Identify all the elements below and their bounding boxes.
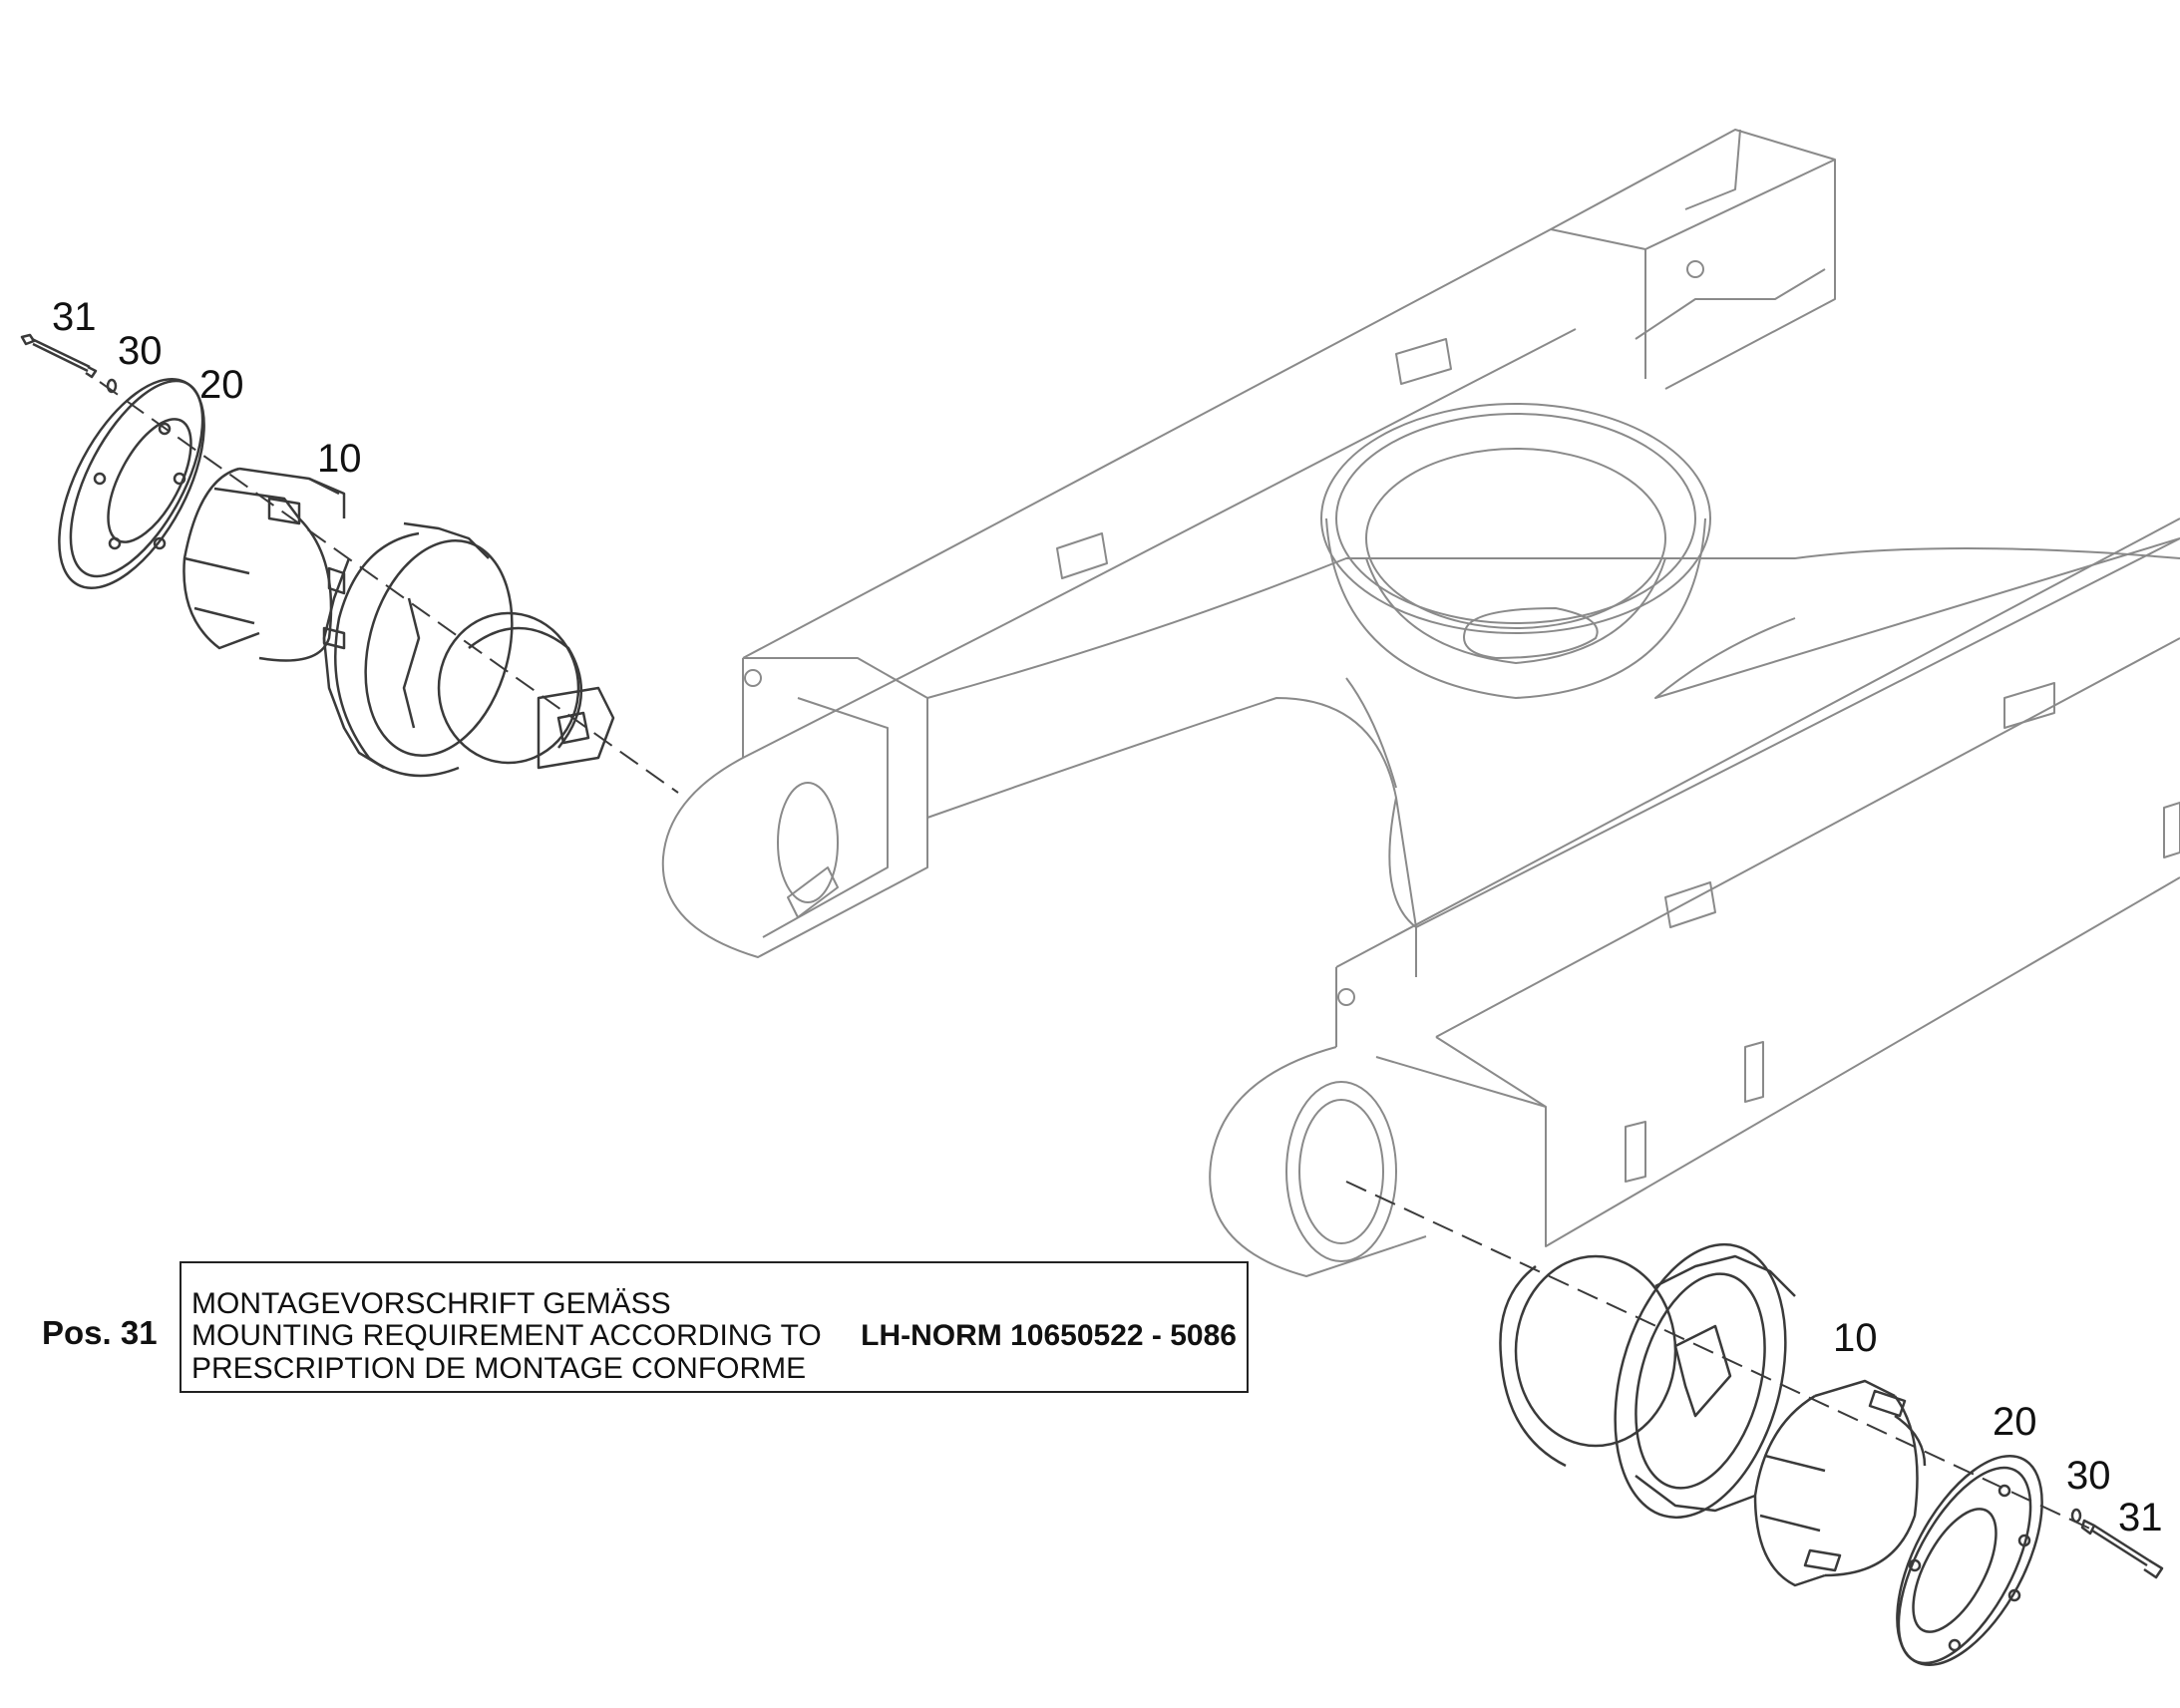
bolt-31-upper <box>20 333 98 379</box>
callout-cover-20-upper: 20 <box>199 363 244 407</box>
note-line-french: PRESCRIPTION DE MONTAGE CONFORME <box>191 1352 807 1385</box>
callout-bolt-31-lower: 31 <box>2118 1496 2163 1539</box>
cover-plate-20-upper <box>58 377 205 590</box>
sprocket-drive-upper <box>322 521 615 778</box>
callout-guard-10-upper: 10 <box>317 437 362 481</box>
washer-30-upper <box>106 378 118 394</box>
cover-plate-20-lower <box>1896 1454 2043 1667</box>
sprocket-drive-lower <box>1499 1242 1796 1520</box>
guard-ring-10-upper <box>182 467 346 662</box>
lower-right-assembly <box>1499 1242 2164 1667</box>
note-line-english: MOUNTING REQUIREMENT ACCORDING TO <box>191 1319 822 1352</box>
bolt-31-lower <box>2080 1519 2164 1579</box>
guard-ring-10-lower <box>1753 1379 1927 1587</box>
callout-cover-20-lower: 20 <box>1993 1400 2037 1444</box>
callout-washer-30-lower: 30 <box>2066 1454 2111 1498</box>
note-line-german: MONTAGEVORSCHRIFT GEMÄSS <box>191 1287 671 1320</box>
position-label: Pos. 31 <box>42 1314 158 1351</box>
upper-left-assembly <box>20 333 615 778</box>
callout-guard-10-lower: 10 <box>1833 1316 1878 1360</box>
assembly-centerlines <box>99 381 2095 1532</box>
undercarriage-frame <box>661 129 2180 1277</box>
mounting-requirement-note: MONTAGEVORSCHRIFT GEMÄSS MOUNTING REQUIR… <box>180 1261 1249 1393</box>
callout-washer-30-upper: 30 <box>118 329 163 373</box>
norm-reference: LH-NORM 10650522 - 5086 <box>861 1319 1237 1352</box>
callout-bolt-31-upper: 31 <box>52 295 97 339</box>
